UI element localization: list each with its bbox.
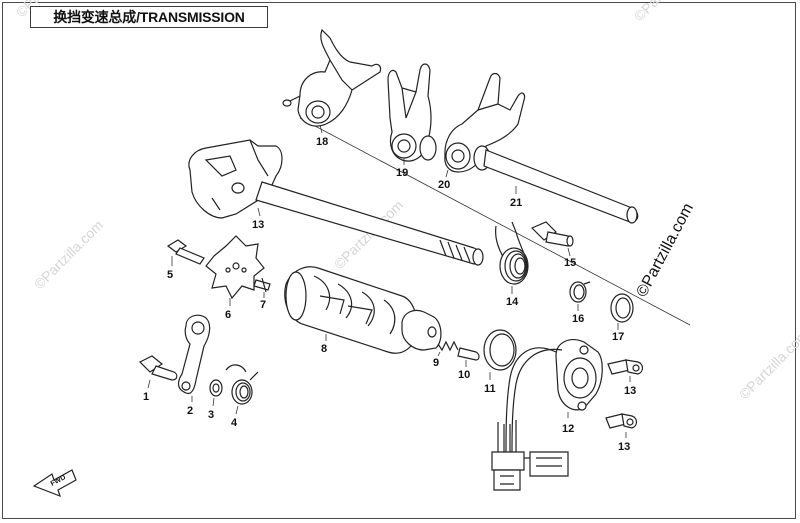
circlip-17 [569, 281, 591, 303]
label-16: 15 [564, 257, 576, 269]
label-9: 9 [433, 357, 439, 369]
label-18: 17 [612, 331, 624, 343]
gear-position-sensor-12 [491, 339, 603, 491]
stopper-arm-2 [177, 314, 211, 395]
pin-bolt-16 [530, 221, 574, 247]
label-15: 14 [506, 296, 519, 308]
label-7: 7 [260, 299, 266, 311]
label-4: 4 [231, 417, 238, 429]
label-10: 10 [458, 369, 470, 381]
label-20: 19 [396, 167, 408, 179]
bolt-13-upper [607, 359, 644, 375]
shift-fork-20 [387, 63, 437, 162]
watermark-top-right: ©Partzilla.com [631, 0, 706, 24]
bolt-5 [166, 239, 205, 265]
detent-spring-9 [437, 340, 459, 352]
watermark-main: ©Partzilla.com [634, 201, 698, 300]
star-cam-6 [205, 235, 265, 300]
washer-3 [209, 379, 223, 397]
label-3: 3 [208, 409, 214, 421]
oring-18 [610, 293, 634, 323]
label-8: 8 [321, 343, 327, 355]
stopper-spring-4 [225, 364, 259, 405]
label-1: 1 [143, 391, 149, 403]
label-17: 16 [572, 313, 584, 325]
label-2: 2 [187, 405, 193, 417]
fork-axis-line [299, 117, 691, 326]
shift-drum-8 [284, 266, 442, 354]
label-12: 12 [562, 423, 574, 435]
shift-fork-19 [282, 28, 382, 127]
label-14: 13 [252, 219, 264, 231]
label-5: 5 [167, 269, 173, 281]
title-box: 换挡变速总成/TRANSMISSION [30, 6, 268, 28]
watermark-right: ©Partzilla.com [736, 327, 800, 402]
forward-arrow-icon: FWD [32, 469, 77, 498]
label-13-upper: 13 [624, 385, 636, 397]
label-21: 20 [438, 179, 450, 191]
label-19: 18 [316, 136, 328, 148]
shift-shaft-14 [188, 139, 484, 266]
bolt-13-lower [605, 413, 638, 429]
label-6: 6 [225, 309, 231, 321]
dowel-pin-7 [253, 277, 271, 293]
oring-11 [483, 329, 517, 371]
plunger-10 [457, 347, 480, 361]
label-13-lower: 13 [618, 441, 630, 453]
label-11: 11 [484, 383, 496, 395]
page-title: 换挡变速总成/TRANSMISSION [53, 9, 245, 25]
return-spring-15 [495, 221, 529, 285]
fork-shaft-22 [483, 149, 639, 224]
bolt-1 [138, 355, 178, 381]
watermark-left: ©Partzilla.com [31, 217, 106, 292]
label-22: 21 [510, 197, 522, 209]
